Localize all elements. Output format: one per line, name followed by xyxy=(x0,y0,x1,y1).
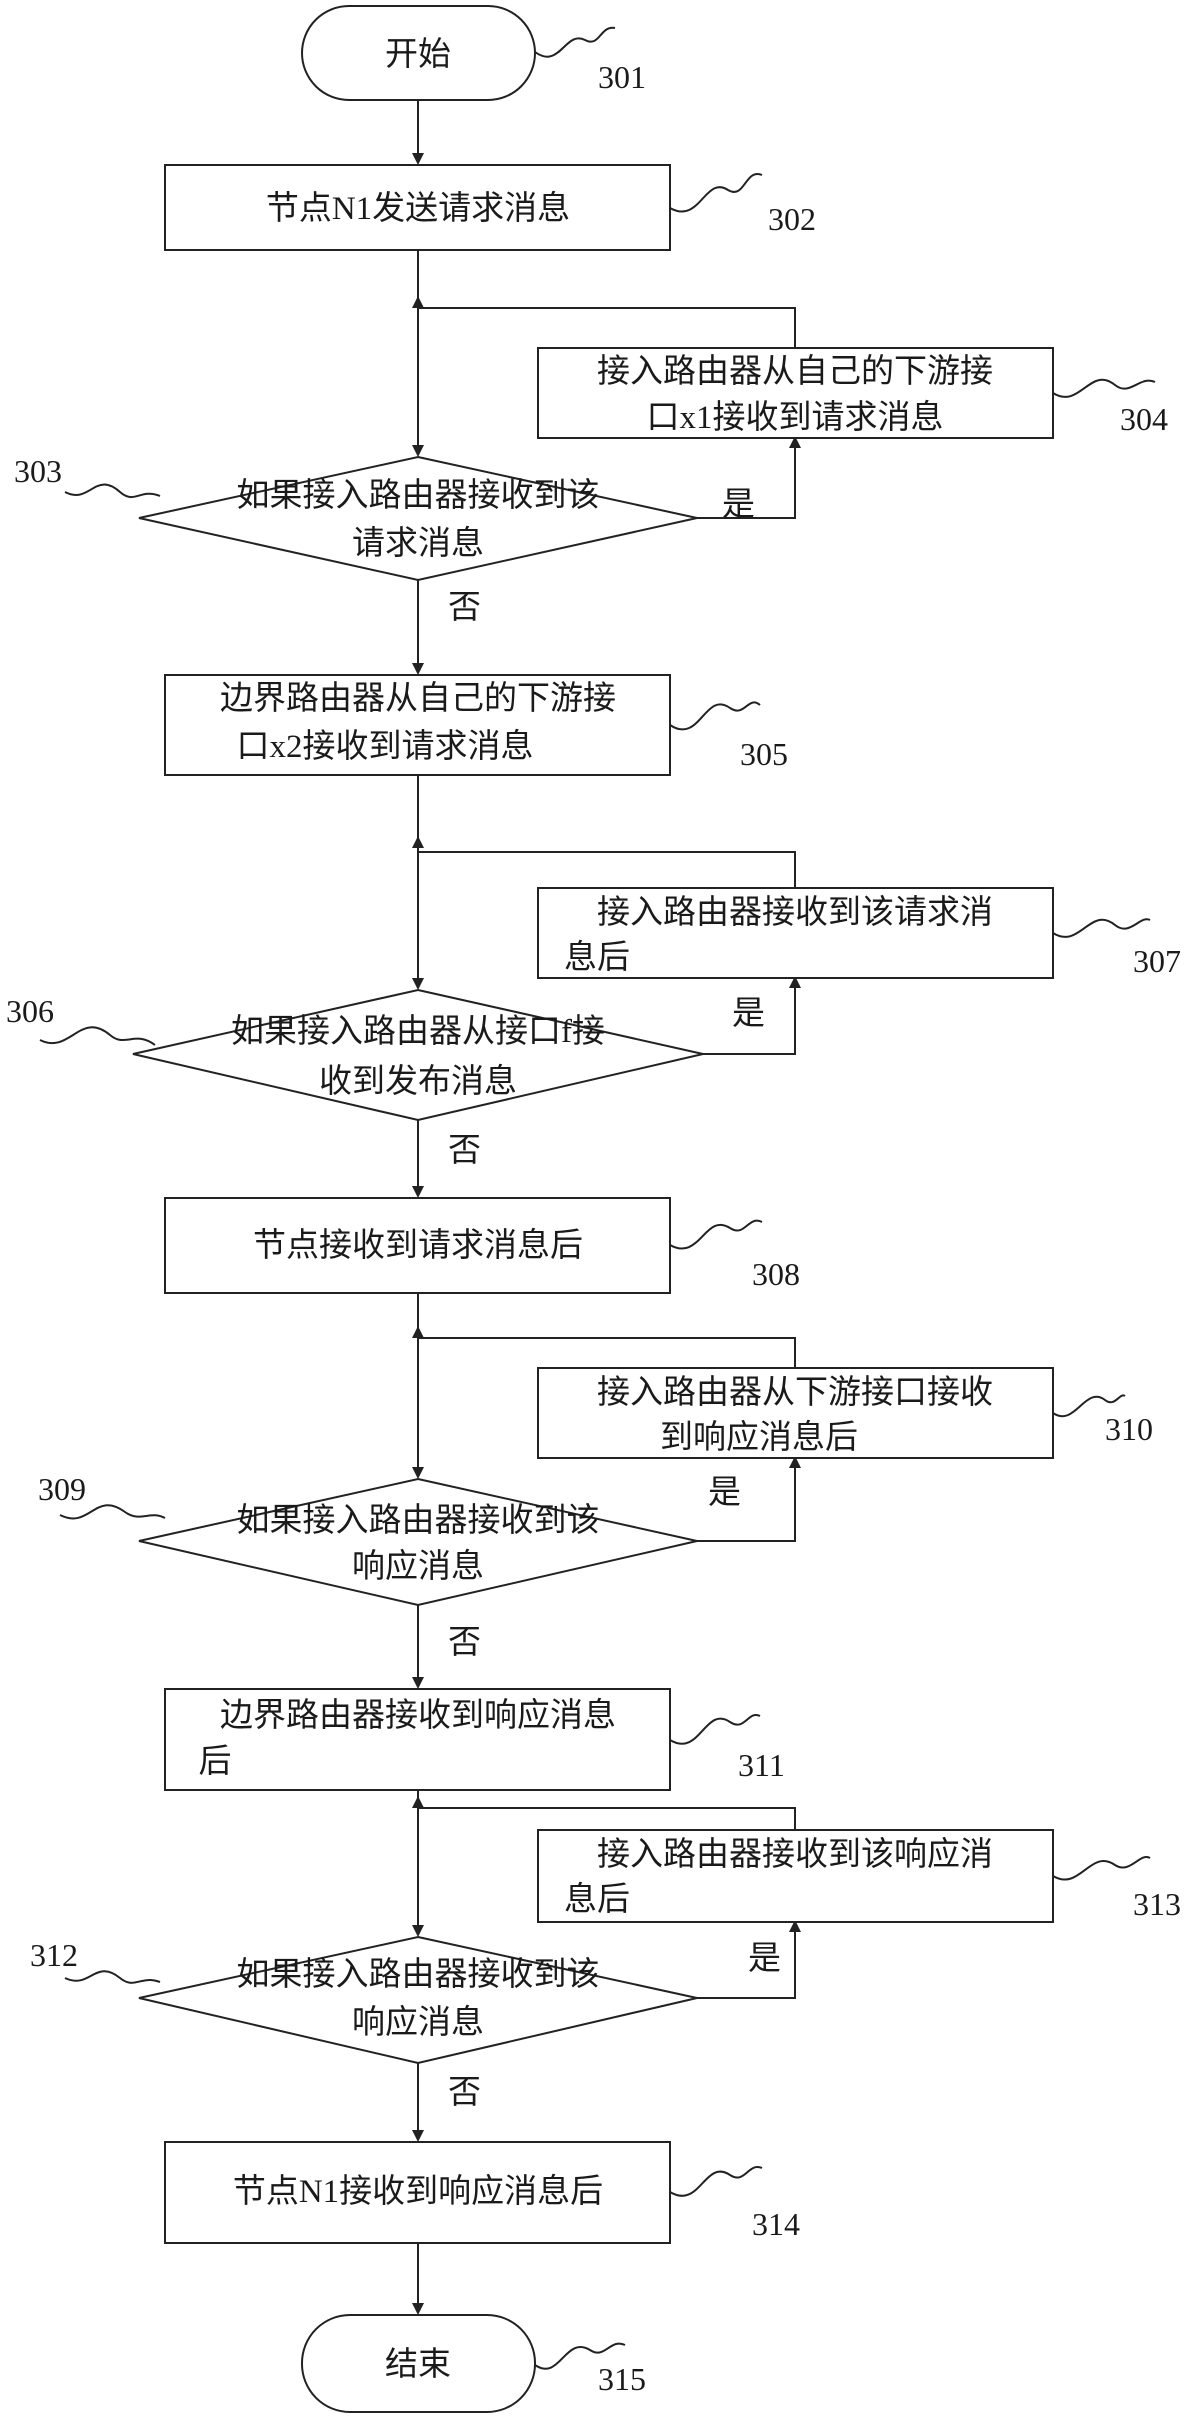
process-box-310 xyxy=(537,1367,1054,1459)
end-terminal xyxy=(301,2314,536,2413)
ref-number-306: 306 xyxy=(6,993,54,1029)
process-box-305 xyxy=(164,674,671,776)
ref-number-304: 304 xyxy=(1120,401,1168,437)
step-307-label-line1: 接入路由器接收到该请求消 xyxy=(597,894,993,931)
process-box-302 xyxy=(164,164,671,251)
yes-label-312: 是 xyxy=(748,1941,781,1977)
ref-leader-311 xyxy=(669,1713,761,1745)
ref-number-312: 312 xyxy=(30,1937,78,1973)
ref-leader-307 xyxy=(1052,918,1151,938)
ref-leader-302 xyxy=(669,173,763,213)
yes-label-303: 是 xyxy=(722,487,755,523)
loop-313-back xyxy=(412,1796,796,1830)
ref-leader-313 xyxy=(1052,1856,1151,1881)
process-box-313 xyxy=(537,1829,1054,1923)
no-label-312: 否 xyxy=(448,2075,481,2111)
ref-leader-310 xyxy=(1052,1394,1126,1417)
ref-leader-315 xyxy=(534,2342,626,2370)
ref-number-308: 308 xyxy=(752,1256,800,1292)
no-label-306: 否 xyxy=(448,1133,481,1169)
loop-304-back xyxy=(412,296,796,348)
ref-number-310: 310 xyxy=(1105,1411,1153,1447)
loop-312-313 xyxy=(697,1920,801,1999)
decision-312 xyxy=(138,1935,698,2065)
step-314-label: 节点N1接收到响应消息后 xyxy=(233,2173,603,2210)
ref-leader-305 xyxy=(669,701,761,731)
loop-306-307 xyxy=(703,976,801,1055)
ref-leader-306 xyxy=(39,1026,156,1046)
step-305-label-line1: 边界路由器从自己的下游接 xyxy=(220,680,616,717)
decision-306-label-line1: 如果接入路由器从接口f接 xyxy=(231,1013,605,1050)
ref-number-314: 314 xyxy=(752,2206,800,2242)
ref-leader-301 xyxy=(534,26,616,58)
start-label: 开始 xyxy=(385,36,451,73)
step-302-label: 节点N1发送请求消息 xyxy=(266,190,570,227)
ref-number-303: 303 xyxy=(14,453,62,489)
ref-number-309: 309 xyxy=(38,1471,86,1507)
decision-309-label-line1: 如果接入路由器接收到该 xyxy=(237,1502,600,1539)
loop-303-304 xyxy=(697,436,801,519)
loop-309-310 xyxy=(697,1456,801,1542)
decision-303-label-line2: 请求消息 xyxy=(352,525,484,562)
step-310-label-line1: 接入路由器从下游接口接收 xyxy=(597,1374,993,1411)
decision-306 xyxy=(132,988,704,1122)
process-box-308 xyxy=(164,1197,671,1294)
decision-303 xyxy=(138,455,698,582)
process-box-304 xyxy=(537,347,1054,439)
step-311-label-line1: 边界路由器接收到响应消息 xyxy=(220,1697,616,1734)
process-box-311 xyxy=(164,1688,671,1791)
decision-306-label-line2: 收到发布消息 xyxy=(319,1063,517,1100)
loop-310-back xyxy=(412,1326,796,1368)
loop-307-back xyxy=(412,836,796,888)
yes-label-306: 是 xyxy=(732,996,765,1032)
ref-leader-304 xyxy=(1052,378,1156,398)
decision-303-label-line1: 如果接入路由器接收到该 xyxy=(237,477,600,514)
ref-leader-308 xyxy=(669,1219,763,1250)
step-313-label-line2: 息后 xyxy=(564,1881,630,1918)
ref-number-301: 301 xyxy=(598,59,646,95)
decision-312-label-line2: 响应消息 xyxy=(352,2004,484,2041)
ref-number-302: 302 xyxy=(768,201,816,237)
no-label-309: 否 xyxy=(448,1625,481,1661)
step-311-label-line2: 后 xyxy=(199,1744,232,1780)
no-label-303: 否 xyxy=(448,590,481,626)
ref-number-307: 307 xyxy=(1133,943,1181,979)
end-label: 结束 xyxy=(385,2346,451,2383)
step-304-label-line1: 接入路由器从自己的下游接 xyxy=(597,353,993,390)
decision-309 xyxy=(138,1477,698,1607)
ref-number-305: 305 xyxy=(740,736,788,772)
ref-leader-314 xyxy=(669,2166,763,2197)
ref-leader-303 xyxy=(64,483,161,498)
step-307-label-line2: 息后 xyxy=(564,939,630,976)
step-308-label: 节点接收到请求消息后 xyxy=(253,1227,583,1264)
process-box-307 xyxy=(537,887,1054,979)
ref-number-315: 315 xyxy=(598,2361,646,2397)
step-310-label-line2: 到响应消息后 xyxy=(660,1419,858,1456)
step-305-label-line2: 口x2接收到请求消息 xyxy=(237,728,534,765)
ref-number-313: 313 xyxy=(1133,1886,1181,1922)
step-313-label-line1: 接入路由器接收到该响应消 xyxy=(597,1836,993,1873)
step-304-label-line2: 口x1接收到请求消息 xyxy=(647,399,944,436)
decision-309-label-line2: 响应消息 xyxy=(352,1548,484,1585)
ref-number-311: 311 xyxy=(738,1747,785,1783)
yes-label-309: 是 xyxy=(708,1475,741,1511)
ref-leader-312 xyxy=(64,1970,161,1984)
decision-312-label-line1: 如果接入路由器接收到该 xyxy=(237,1956,600,1993)
process-box-314 xyxy=(164,2141,671,2244)
ref-leader-309 xyxy=(59,1504,166,1520)
